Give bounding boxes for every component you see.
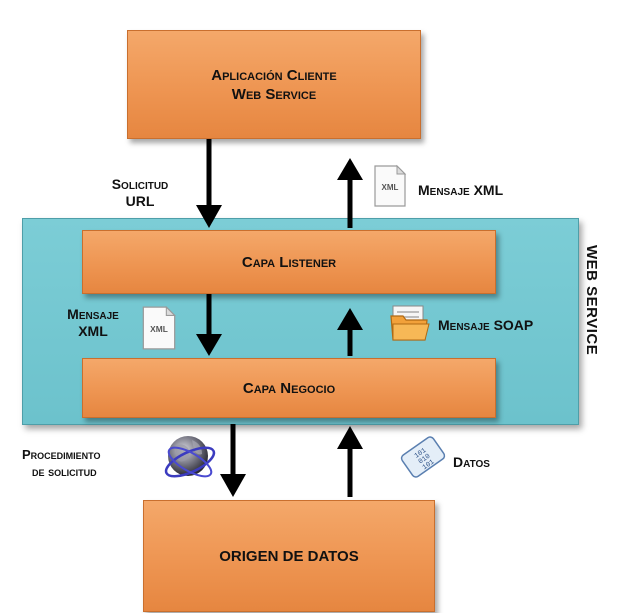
xml-doc-text: XML (150, 324, 168, 334)
request-url-label: Solicitud URL (100, 176, 180, 210)
xml-document-icon: XML (142, 305, 176, 350)
folder-icon (390, 305, 430, 341)
request-procedure-line2: de solicitud (32, 464, 97, 479)
xml-doc-text: XML (382, 183, 399, 192)
arrow-down-request-url (196, 139, 222, 228)
web-service-title: WEB SERVICE (583, 245, 600, 356)
xml-document-icon: XML (374, 164, 407, 207)
data-label: Datos (453, 454, 490, 470)
client-app-label-line1: Aplicación Cliente (211, 66, 337, 84)
xml-message-top-label: Mensaje XML (418, 182, 504, 198)
globe-icon (164, 436, 216, 478)
arrow-down-xml-message (196, 294, 222, 356)
arrow-down-request-procedure (220, 424, 246, 497)
request-url-line1: Solicitud (111, 176, 169, 192)
data-source-label: ORIGEN DE DATOS (219, 547, 359, 565)
request-url-line2: URL (125, 193, 155, 209)
data-source-box: ORIGEN DE DATOS (143, 500, 435, 612)
listener-layer-box: Capa Listener (82, 230, 496, 294)
binary-data-icon: 101 010 101 (400, 436, 446, 478)
xml-message-mid-line2: XML (78, 323, 108, 339)
business-layer-box: Capa Negocio (82, 358, 496, 418)
request-procedure-label: Procedimiento de solicitud (22, 446, 152, 480)
xml-message-mid-label: Mensaje XML (58, 306, 128, 340)
client-app-label-line2: Web Service (231, 85, 317, 103)
client-app-box: Aplicación Cliente Web Service (127, 30, 421, 139)
listener-layer-label: Capa Listener (241, 253, 337, 271)
request-procedure-line1: Procedimiento (22, 447, 101, 462)
arrow-up-soap-message (337, 308, 363, 356)
soap-message-label: Mensaje SOAP (438, 317, 534, 333)
arrow-up-xml-message (337, 158, 363, 228)
business-layer-label: Capa Negocio (242, 379, 336, 397)
xml-message-mid-line1: Mensaje (67, 306, 119, 322)
arrow-up-data (337, 426, 363, 497)
